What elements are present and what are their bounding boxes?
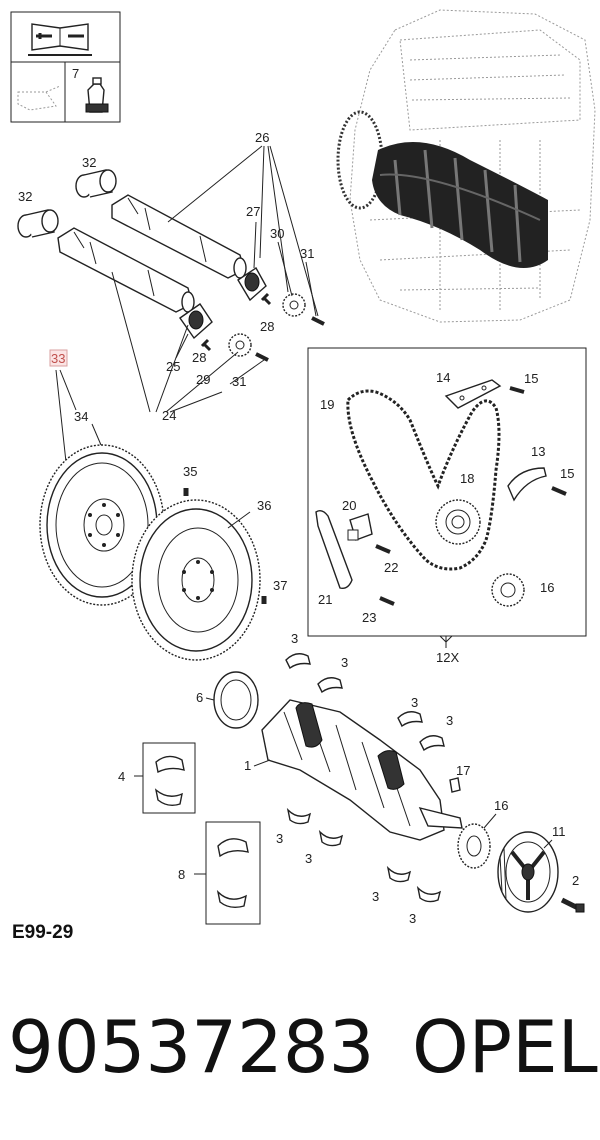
callout-16: 16 <box>494 798 508 813</box>
callout-30: 30 <box>270 226 284 241</box>
guide-rail-14 <box>444 379 502 409</box>
thrust-bearing-box <box>134 742 196 814</box>
callout-32-lower: 32 <box>18 189 32 204</box>
guide-rail-21 <box>315 509 353 590</box>
balance-shaft-lower <box>57 227 195 313</box>
callout-18: 18 <box>460 471 474 486</box>
callout-31-upper: 31 <box>300 246 314 261</box>
callout-16-inset: 16 <box>540 580 554 595</box>
bolt-15-lower <box>551 486 567 496</box>
callout-34: 34 <box>74 409 88 424</box>
callout-17: 17 <box>456 763 470 778</box>
callout-13: 13 <box>531 444 545 459</box>
flywheel <box>131 499 261 661</box>
diagram-code: E99-29 <box>12 922 73 943</box>
callout-6: 6 <box>196 690 203 705</box>
callout-35: 35 <box>183 464 197 479</box>
balance-shaft-upper <box>111 194 247 279</box>
callout-3-b: 3 <box>341 655 348 670</box>
inset-label-12x: 12X <box>436 650 459 665</box>
callout-29: 29 <box>196 372 210 387</box>
bearing-housing-upper <box>237 266 267 302</box>
engine-block-illustration <box>336 9 596 323</box>
callout-3-e: 3 <box>276 831 283 846</box>
callout-3-f: 3 <box>305 851 312 866</box>
callout-24: 24 <box>162 408 176 423</box>
tensioner-rail-13 <box>507 467 547 502</box>
callout-15-upper: 15 <box>524 371 538 386</box>
tensioner-20 <box>347 513 373 541</box>
callout-28-upper: 28 <box>260 319 274 334</box>
dual-mass-flywheel <box>39 444 165 606</box>
callout-3-c: 3 <box>411 695 418 710</box>
callout-28-lower: 28 <box>192 350 206 365</box>
bolt-23 <box>379 596 395 606</box>
callout-36: 36 <box>257 498 271 513</box>
callout-14: 14 <box>436 370 450 385</box>
sprocket-16 <box>457 823 491 869</box>
part-number: 90537283 <box>8 1005 374 1089</box>
bolt-28-upper <box>260 292 272 306</box>
bolt-31-lower <box>255 352 269 362</box>
callout-31-lower: 31 <box>232 374 246 389</box>
sprocket-16-inset <box>491 573 525 607</box>
bolt-28-lower <box>200 338 212 352</box>
oil-can-icon <box>17 85 61 111</box>
callout-22: 22 <box>384 560 398 575</box>
callout-4: 4 <box>118 769 125 784</box>
callout-3-g: 3 <box>372 889 379 904</box>
callout-32-upper: 32 <box>82 155 96 170</box>
callout-27: 27 <box>246 204 260 219</box>
repair-manual-icon <box>28 23 92 56</box>
bearing-housing-lower <box>179 303 213 340</box>
callout-3-h: 3 <box>409 911 416 926</box>
bearing-shells-upper <box>285 653 445 752</box>
bolt-22 <box>375 544 391 554</box>
bolt-31-upper <box>311 316 325 326</box>
callout-7: 7 <box>72 66 79 81</box>
callout-33: 33 <box>51 351 65 366</box>
callout-2: 2 <box>572 873 579 888</box>
leader-26 <box>167 145 319 317</box>
leader-24 <box>111 271 239 413</box>
woodruff-key-17 <box>449 777 461 793</box>
sealant-tube-icon <box>85 77 109 113</box>
manual-icon-box: 7 <box>10 11 121 123</box>
bearing-shells-lower <box>286 807 442 903</box>
callout-19: 19 <box>320 397 334 412</box>
callout-23: 23 <box>362 610 376 625</box>
callout-25: 25 <box>166 359 180 374</box>
callout-11: 11 <box>552 824 566 839</box>
pulley-bolt-2 <box>560 897 585 913</box>
callout-26: 26 <box>255 130 269 145</box>
timing-chain-inset: 12X 14 15 19 <box>307 347 587 665</box>
callout-1: 1 <box>244 758 251 773</box>
callout-21: 21 <box>318 592 332 607</box>
rear-main-seal <box>213 671 259 729</box>
brand-name: OPEL <box>412 1005 598 1089</box>
callout-15-lower: 15 <box>560 466 574 481</box>
bolt-15-upper <box>509 386 525 394</box>
balance-sprocket-lower <box>228 333 252 357</box>
callout-8: 8 <box>178 867 185 882</box>
crankshaft-pulley <box>497 831 559 913</box>
crankshaft <box>261 699 463 841</box>
callout-20: 20 <box>342 498 356 513</box>
balance-shaft-bushing-lower <box>17 209 59 238</box>
balance-sprocket-upper <box>282 293 306 317</box>
timing-chain <box>346 389 501 571</box>
callout-37: 37 <box>273 578 287 593</box>
crank-sprocket-18 <box>435 499 481 545</box>
balance-shaft-bushing-upper <box>75 169 117 198</box>
callout-3-d: 3 <box>446 713 453 728</box>
crankshaft-highlight <box>372 142 548 268</box>
callout-3-a: 3 <box>291 631 298 646</box>
highlight-box-33: 33 <box>49 349 68 367</box>
main-bearing-box <box>194 821 261 925</box>
